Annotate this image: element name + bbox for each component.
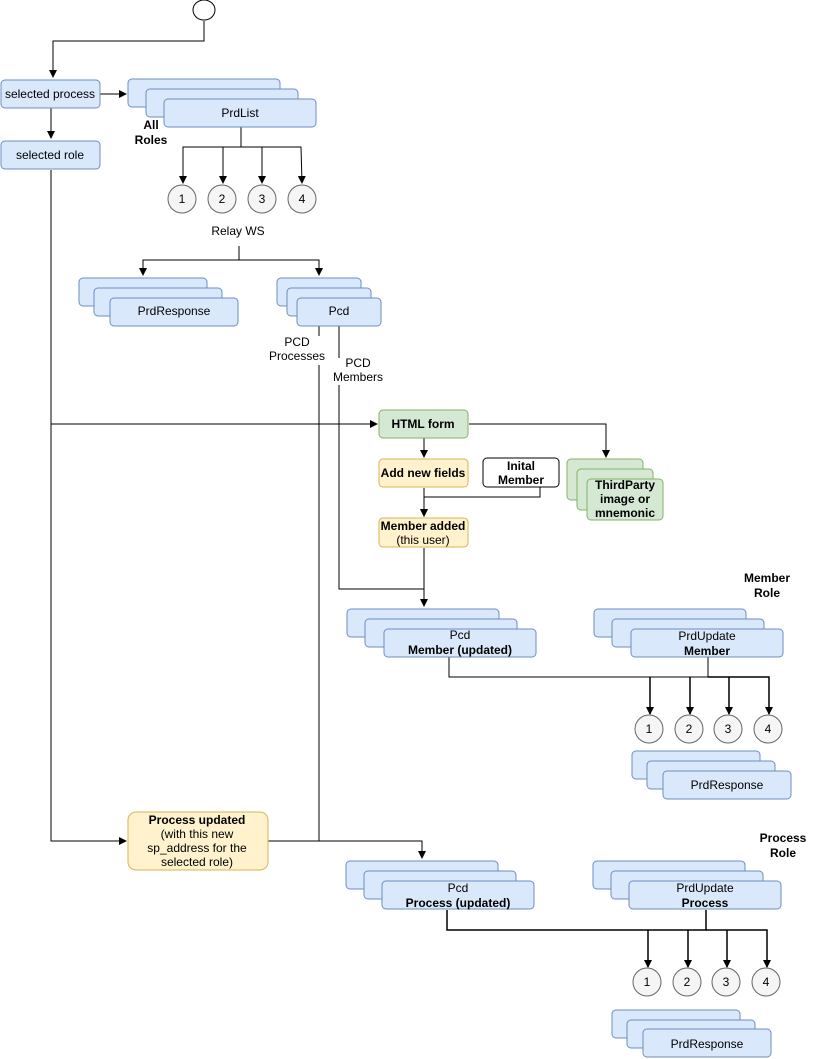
edge-relay-to-pcd — [239, 259, 323, 276]
circle-1: 1 — [179, 192, 186, 206]
prdlist-stack: PrdList — [127, 78, 317, 128]
pcd-members-label-1: PCD — [345, 356, 371, 370]
process-role-label-2: Role — [770, 846, 796, 860]
member-role-label-1: Member — [744, 571, 790, 585]
pcd-process-label-1: Pcd — [448, 881, 469, 895]
pcd-member-label-1: Pcd — [450, 628, 471, 642]
member-circle-2: 2 — [686, 722, 693, 736]
edge-member-join — [448, 657, 709, 678]
member-added-label-2: (this user) — [396, 533, 449, 547]
edge-process-4 — [706, 929, 771, 968]
prdupdate-process-label-1: PrdUpdate — [676, 881, 734, 895]
process-circle-3: 3 — [723, 975, 730, 989]
prdlist-label: PrdList — [221, 106, 259, 120]
process-role-label-1: Process — [760, 831, 807, 845]
process-circle-1: 1 — [644, 975, 651, 989]
initial-member-node: Inital Member — [482, 457, 560, 488]
member-role-label-2: Role — [754, 586, 780, 600]
html-form-node: HTML form — [378, 409, 469, 439]
member-circle-1: 1 — [646, 722, 653, 736]
pcd-process-label-2: Process (updated) — [406, 896, 511, 910]
prdresponse-1-label: PrdResponse — [138, 304, 211, 318]
edge-process-join — [446, 910, 707, 931]
process-circle-4: 4 — [763, 975, 770, 989]
selected-process-node: selected process — [0, 79, 101, 109]
process-circle-2: 2 — [684, 975, 691, 989]
member-added-label-1: Member added — [381, 519, 466, 533]
prdresponse-stack-3: PrdResponse — [611, 1009, 772, 1058]
edge-prdlist-4 — [241, 146, 306, 184]
circle-3: 3 — [259, 192, 266, 206]
pcd-process-stack: Pcd Process (updated) — [345, 860, 535, 910]
edge-prdlist-1 — [179, 127, 242, 184]
pcd-member-label-2: Member (updated) — [408, 643, 512, 657]
process-updated-label-1: Process updated — [149, 813, 246, 827]
process-updated-label-2: (with this new — [161, 827, 234, 841]
edge-initial-member — [420, 487, 541, 517]
initial-member-label-2: Member — [498, 473, 544, 487]
selected-role-label: selected role — [16, 148, 84, 162]
prdupdate-member-stack: PrdUpdate Member — [593, 608, 784, 658]
add-new-fields-node: Add new fields — [378, 458, 469, 488]
member-circle-3: 3 — [725, 722, 732, 736]
prdupdate-process-label-2: Process — [682, 896, 729, 910]
member-circle-4: 4 — [765, 722, 772, 736]
html-form-label: HTML form — [391, 417, 454, 431]
edges — [47, 21, 773, 968]
process-updated-label-3: sp_address for the — [147, 841, 247, 855]
pcd-processes-label-2: Processes — [269, 349, 325, 363]
pcd-members-label-2: Members — [333, 370, 383, 384]
thirdparty-label-2: image or — [600, 492, 650, 506]
edge-pcd-members-b — [338, 385, 424, 590]
pcd-processes-label-1: PCD — [284, 335, 310, 349]
process-circles: 1 2 3 4 — [632, 967, 781, 997]
edge-form-to-thirdparty — [469, 423, 610, 458]
relay-ws-label: Relay WS — [211, 224, 264, 238]
pcd-1-label: Pcd — [329, 304, 350, 318]
member-circles: 1 2 3 4 — [634, 714, 783, 744]
top-circles: 1 2 3 4 — [167, 184, 317, 214]
selected-process-label: selected process — [5, 87, 95, 101]
circle-4: 4 — [299, 192, 306, 206]
member-added-node: Member added (this user) — [378, 517, 469, 548]
process-updated-label-4: selected role) — [161, 855, 233, 869]
all-roles-label-2: Roles — [135, 133, 168, 147]
initial-member-label-1: Inital — [507, 459, 535, 473]
prdresponse-3-label: PrdResponse — [671, 1037, 744, 1051]
selected-role-node: selected role — [0, 140, 101, 170]
thirdparty-label-1: ThirdParty — [595, 478, 655, 492]
all-roles-label-1: All — [143, 118, 158, 132]
pcd-member-stack: Pcd Member (updated) — [346, 608, 537, 658]
thirdparty-label-3: mnemonic — [595, 506, 655, 520]
prdupdate-member-label-1: PrdUpdate — [678, 629, 736, 643]
edge-role-to-process-updated — [50, 170, 127, 845]
prdupdate-process-stack: PrdUpdate Process — [592, 860, 782, 910]
circle-2: 2 — [219, 192, 226, 206]
prdupdate-member-label-2: Member — [684, 644, 730, 658]
prdresponse-stack-2: PrdResponse — [631, 750, 792, 800]
start-node — [192, 0, 216, 21]
edge-relay-to-prdresponse — [139, 246, 240, 276]
pcd-stack-1: Pcd — [276, 277, 382, 327]
thirdparty-stack: ThirdParty image or mnemonic — [566, 458, 664, 521]
add-new-fields-label: Add new fields — [381, 466, 466, 480]
edge-member-4 — [708, 676, 773, 715]
edge-start-to-selected-process — [49, 21, 205, 78]
process-updated-node: Process updated (with this new sp_addres… — [127, 811, 269, 871]
prdresponse-2-label: PrdResponse — [691, 778, 764, 792]
prdresponse-stack-1: PrdResponse — [78, 277, 239, 327]
